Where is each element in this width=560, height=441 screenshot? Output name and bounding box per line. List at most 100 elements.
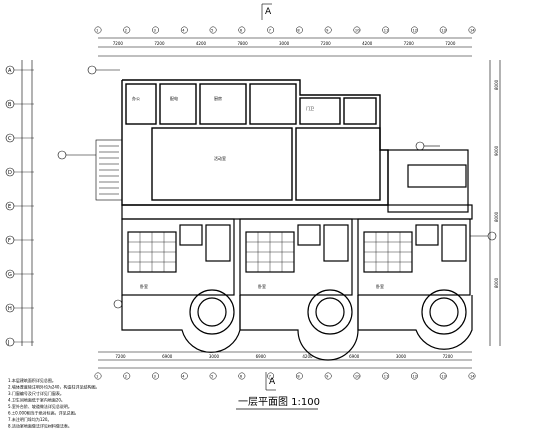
room-label-bedroom-2: 卧室 [258,283,266,289]
room-label-bedroom-3: 卧室 [376,283,384,289]
general-notes: 1.本层建筑面积详见总图。2.墙体厚度除注明外均为240，构造柱详见结构图。3.… [8,377,99,429]
bottom-grid-label-13: 13 [441,375,446,379]
top-grid-label-9: 9 [326,29,329,33]
note-line-4: 4.卫生间地面低于室内地面20。 [8,397,65,403]
bottom-grid-bubble-12 [411,372,418,380]
top-grid-label-2: 2 [125,29,127,33]
top-dimension-lines [98,37,472,57]
top-grid-label-11: 11 [384,29,389,33]
bottom-dimension-lines [98,351,472,369]
top-grid-bubble-8 [295,26,303,34]
bottom-grid-label-10: 10 [355,375,360,379]
top-grid-bubble-7 [267,26,275,34]
top-dim-6: 4200 [362,41,373,46]
right-dim-2: 8000 [494,211,499,222]
bottom-grid-bubble-5 [209,372,217,380]
grid-label-A: A [8,68,12,74]
top-grid-bubble-5 [209,26,217,34]
bottom-grid-bubble-2 [123,372,131,380]
west-stair [95,139,123,201]
grid-label-C: C [8,136,12,142]
bottom-grid-label-5: 5 [211,375,213,379]
left-dimension-lines [21,60,33,346]
bottom-grid-label-14: 14 [470,375,475,379]
right-dim-1: 9000 [494,145,499,156]
bottom-dim-1: 6900 [162,354,173,359]
bottom-grid-bubble-7 [267,372,275,380]
room-label-kitchen: 厨房 [214,95,222,101]
bottom-dim-7: 7200 [443,354,454,359]
top-grid-label-3: 3 [154,29,156,33]
bottom-grid-bubble-10 [353,372,361,380]
bottom-grid-bubble-8 [295,372,303,380]
note-line-3: 3.门窗编号及尺寸详见门窗表。 [8,390,64,396]
bottom-grid-bubble-13 [439,372,447,380]
bottom-grid-label-4: 4 [182,375,185,379]
top-dim-2: 4200 [196,41,207,46]
section-mark-top-label: A [265,7,272,17]
grid-label-E: E [8,204,11,210]
top-grid-bubble-12 [411,26,418,34]
north-block-outline [121,79,389,206]
section-marker-top [261,3,272,20]
bottom-dim-2: 3000 [209,354,220,359]
bed-grids [128,232,412,272]
top-grid-label-6: 6 [240,29,243,33]
top-grid-label-5: 5 [211,29,213,33]
room-label-power: 配电 [170,95,178,101]
top-grid-bubble-9 [324,26,332,34]
top-grid-label-10: 10 [355,29,360,33]
grid-label-B: B [8,102,12,108]
room-label-bedroom-1: 卧室 [140,283,148,289]
bottom-grid-label-12: 12 [412,375,417,379]
room-label-guard: 门卫 [306,105,314,111]
bottom-grid-bubble-3 [152,372,159,380]
top-grid-bubble-4 [180,26,188,34]
top-grid-label-7: 7 [269,29,271,33]
bottom-grid-label-7: 7 [269,375,271,379]
bottom-grid-label-6: 6 [240,375,243,379]
grid-label-F: F [8,238,11,244]
right-dimension-lines [489,60,501,346]
top-dim-3: 7800 [237,41,248,46]
bottom-dim-6: 3000 [396,354,407,359]
bottom-grid-bubble-14 [468,372,476,380]
bottom-grid-label-9: 9 [326,375,329,379]
top-grid-label-12: 12 [412,29,417,33]
bottom-grid-bubble-11 [382,372,390,380]
note-line-6: 6.±0.000相当于绝对标高，详见总图。 [8,410,79,416]
bottom-grid-bubble-6 [238,372,246,380]
top-grid-bubble-14 [468,26,476,34]
top-grid-label-13: 13 [441,29,446,33]
top-grid-bubble-2 [123,26,131,34]
note-line-8: 8.活动室地面做法详见材料做法表。 [8,423,72,429]
bottom-dim-4: 4200 [302,354,313,359]
right-dim-0: 8000 [494,79,499,90]
section-mark-bottom-label: A [269,377,276,387]
note-line-1: 1.本层建筑面积详见总图。 [8,377,56,383]
bottom-grid-bubble-1 [94,372,102,380]
top-dim-8: 7200 [445,41,456,46]
bottom-grid-label-11: 11 [384,375,389,379]
bottom-grid-bubble-4 [180,372,188,380]
bottom-dim-3: 6900 [256,354,267,359]
note-line-2: 2.墙体厚度除注明外均为240，构造柱详见结构图。 [8,384,99,390]
classroom-units [121,218,471,296]
callout-bubbles [57,65,497,309]
bottom-grid-label-8: 8 [297,375,300,379]
top-grid-bubble-6 [238,26,246,34]
bottom-grid-label-1: 1 [96,375,98,379]
room-label-activity: 活动室 [214,155,226,161]
top-grid-label-8: 8 [297,29,300,33]
bottom-grid-bubble-9 [324,372,332,380]
top-grid-bubble-3 [152,26,159,34]
note-line-5: 5.室外台阶、坡道做法详见总说明。 [8,403,72,409]
note-line-7: 7.未注明门垛均为120。 [8,416,51,422]
top-dim-1: 7200 [154,41,165,46]
